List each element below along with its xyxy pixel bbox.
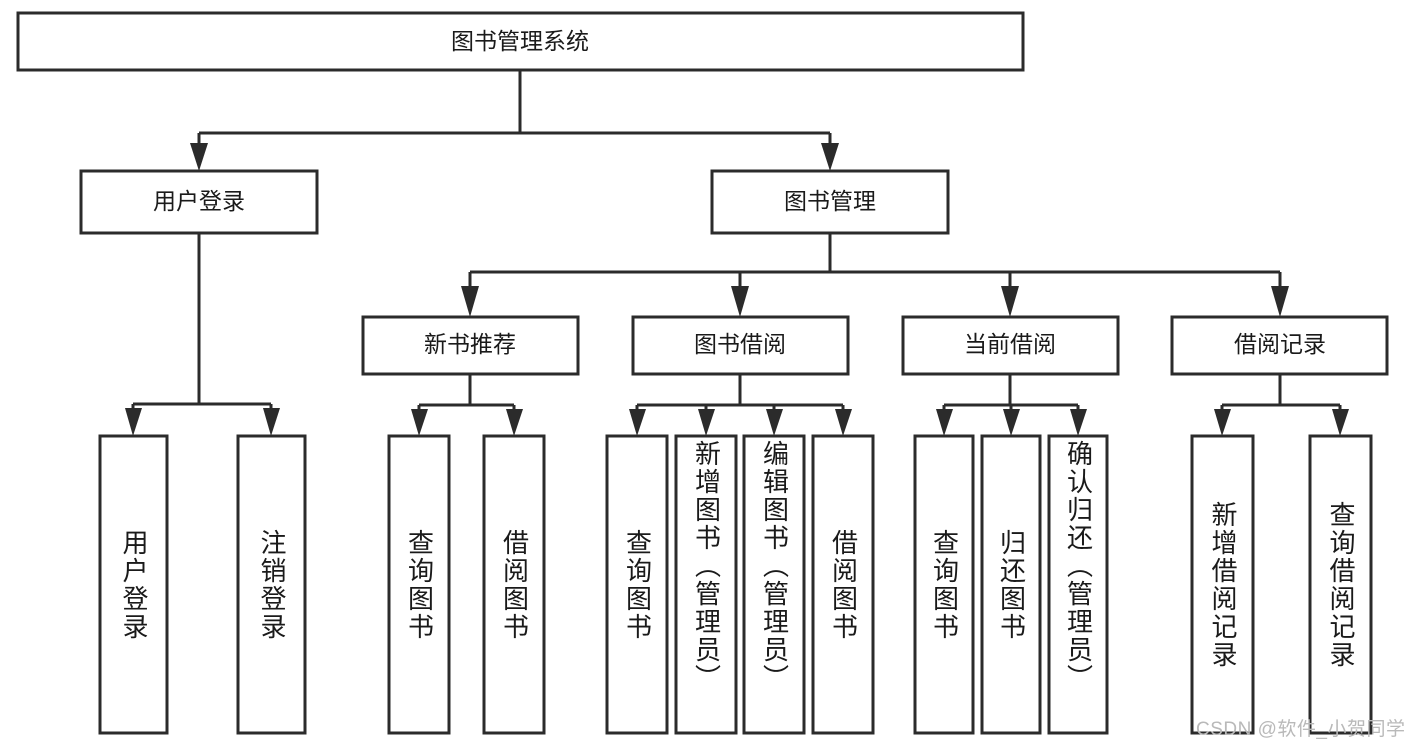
node-label-book-borrow: 图书借阅 xyxy=(694,331,786,357)
leaf-box-borrow-book-2[interactable] xyxy=(811,434,875,735)
arrowhead-new-book-rec xyxy=(461,286,479,317)
leaf-box-query-record[interactable] xyxy=(1308,434,1373,735)
connector-group-root xyxy=(190,70,839,171)
node-label-user-login: 用户登录 xyxy=(153,188,245,214)
arrowhead-leaf-edit-book xyxy=(766,409,783,436)
arrowhead-leaf-query-book-1 xyxy=(411,409,428,436)
arrowhead-leaf-user-login xyxy=(125,408,142,436)
node-box-root[interactable] xyxy=(16,11,1025,72)
arrowhead-leaf-query-book-3 xyxy=(936,409,953,436)
arrowhead-leaf-borrow-book-1 xyxy=(506,409,523,436)
connector-group-user-login xyxy=(125,233,280,436)
leaf-box-return-book[interactable] xyxy=(980,434,1042,735)
node-label-root: 图书管理系统 xyxy=(451,28,589,54)
arrowhead-leaf-add-book xyxy=(698,409,715,436)
leaf-box-logout[interactable] xyxy=(236,434,307,735)
node-box-current-borrow[interactable] xyxy=(901,315,1120,376)
connector-group-current-borrow xyxy=(936,374,1087,436)
node-box-borrow-record[interactable] xyxy=(1170,315,1389,376)
leaf-box-borrow-book-1[interactable] xyxy=(482,434,546,735)
node-label-current-borrow: 当前借阅 xyxy=(964,331,1056,357)
node-box-book-borrow[interactable] xyxy=(631,315,850,376)
leaf-box-query-book-2[interactable] xyxy=(605,434,669,735)
arrowhead-leaf-query-record xyxy=(1332,409,1349,436)
leaf-box-query-book-1[interactable] xyxy=(387,434,451,735)
node-box-book-mgmt[interactable] xyxy=(710,169,950,235)
arrowhead-leaf-return-book xyxy=(1003,409,1020,436)
node-box-new-book-rec[interactable] xyxy=(361,315,580,376)
connector-group-book-mgmt xyxy=(461,233,1289,317)
node-box-user-login[interactable] xyxy=(79,169,319,235)
leaf-box-confirm-return[interactable] xyxy=(1047,434,1109,735)
node-label-new-book-rec: 新书推荐 xyxy=(424,331,516,357)
arrowhead-user-login xyxy=(190,143,208,171)
connector-group-new-book-rec xyxy=(411,374,523,436)
arrowhead-leaf-borrow-book-2 xyxy=(835,409,852,436)
leaf-box-add-record[interactable] xyxy=(1190,434,1255,735)
node-label-book-mgmt: 图书管理 xyxy=(784,188,876,214)
arrowhead-leaf-confirm-return xyxy=(1070,409,1087,436)
arrowhead-borrow-record xyxy=(1271,286,1289,317)
node-label-borrow-record: 借阅记录 xyxy=(1234,331,1326,357)
arrowhead-book-mgmt xyxy=(821,143,839,171)
connector-group-borrow-record xyxy=(1214,374,1349,436)
connector-group-book-borrow xyxy=(629,374,852,436)
arrowhead-book-borrow xyxy=(731,286,749,317)
leaf-box-add-book[interactable] xyxy=(674,434,738,735)
arrowhead-leaf-logout xyxy=(263,408,280,436)
leaf-box-edit-book[interactable] xyxy=(742,434,806,735)
leaf-box-query-book-3[interactable] xyxy=(913,434,975,735)
leaf-box-user-login[interactable] xyxy=(98,434,169,735)
arrowhead-leaf-query-book-2 xyxy=(629,409,646,436)
arrowhead-leaf-add-record xyxy=(1214,409,1231,436)
csdn-watermark: CSDN @软件_小贺同学 xyxy=(1196,719,1405,740)
arrowhead-current-borrow xyxy=(1001,286,1019,317)
